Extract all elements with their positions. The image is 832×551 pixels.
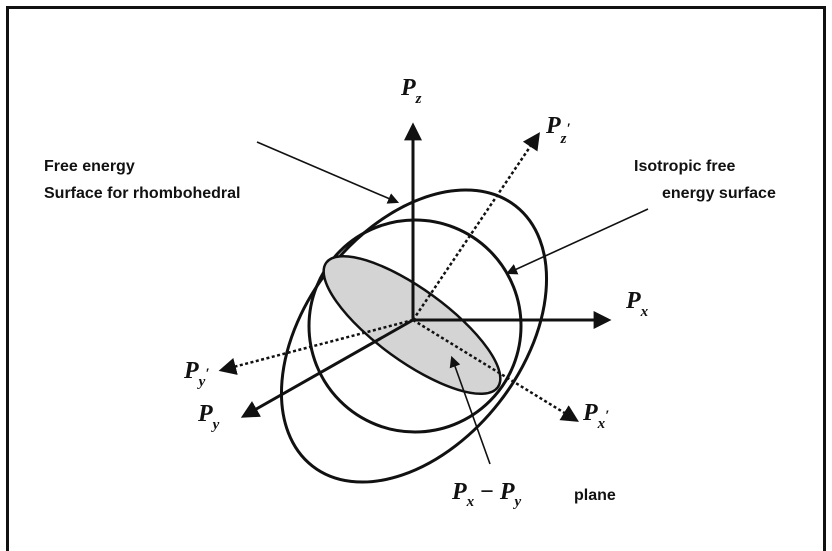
py-prime-label: Py′ bbox=[183, 358, 210, 390]
pz-label: Pz bbox=[400, 75, 422, 107]
plane-pointer-line bbox=[449, 355, 491, 465]
py-axis bbox=[240, 318, 414, 418]
px-prime-axis bbox=[412, 318, 579, 422]
px-prime-label: Px′ bbox=[582, 400, 609, 432]
py-label: Py bbox=[197, 401, 220, 433]
plane-word: plane bbox=[574, 487, 616, 504]
rhombo-label-line1: Free energy bbox=[44, 158, 135, 175]
iso-label-line2: energy surface bbox=[662, 185, 776, 202]
isotropic-surface-circle bbox=[307, 218, 523, 434]
iso-pointer-line bbox=[505, 208, 649, 275]
iso-label-line1: Isotropic free bbox=[634, 158, 735, 175]
rhombo-pointer-line bbox=[256, 141, 400, 204]
px-label: Px bbox=[625, 288, 649, 320]
pz-prime-label: Pz′ bbox=[545, 113, 571, 147]
rhombo-label-line2: Surface for rhombohedral bbox=[44, 185, 240, 202]
figure-border bbox=[6, 6, 826, 551]
plane-label: Px−Py bbox=[451, 479, 522, 510]
pz-prime-axis bbox=[411, 132, 540, 321]
